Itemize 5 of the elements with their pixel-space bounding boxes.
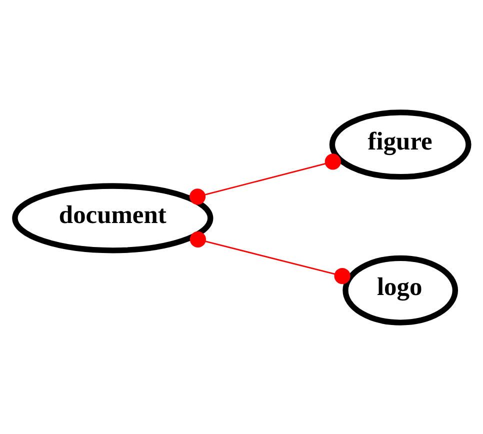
node-ellipse: logo [342, 254, 458, 325]
node-ellipse: figure [329, 109, 472, 180]
connector [190, 230, 350, 284]
connector [189, 153, 341, 204]
node-ellipse: document [12, 182, 214, 253]
